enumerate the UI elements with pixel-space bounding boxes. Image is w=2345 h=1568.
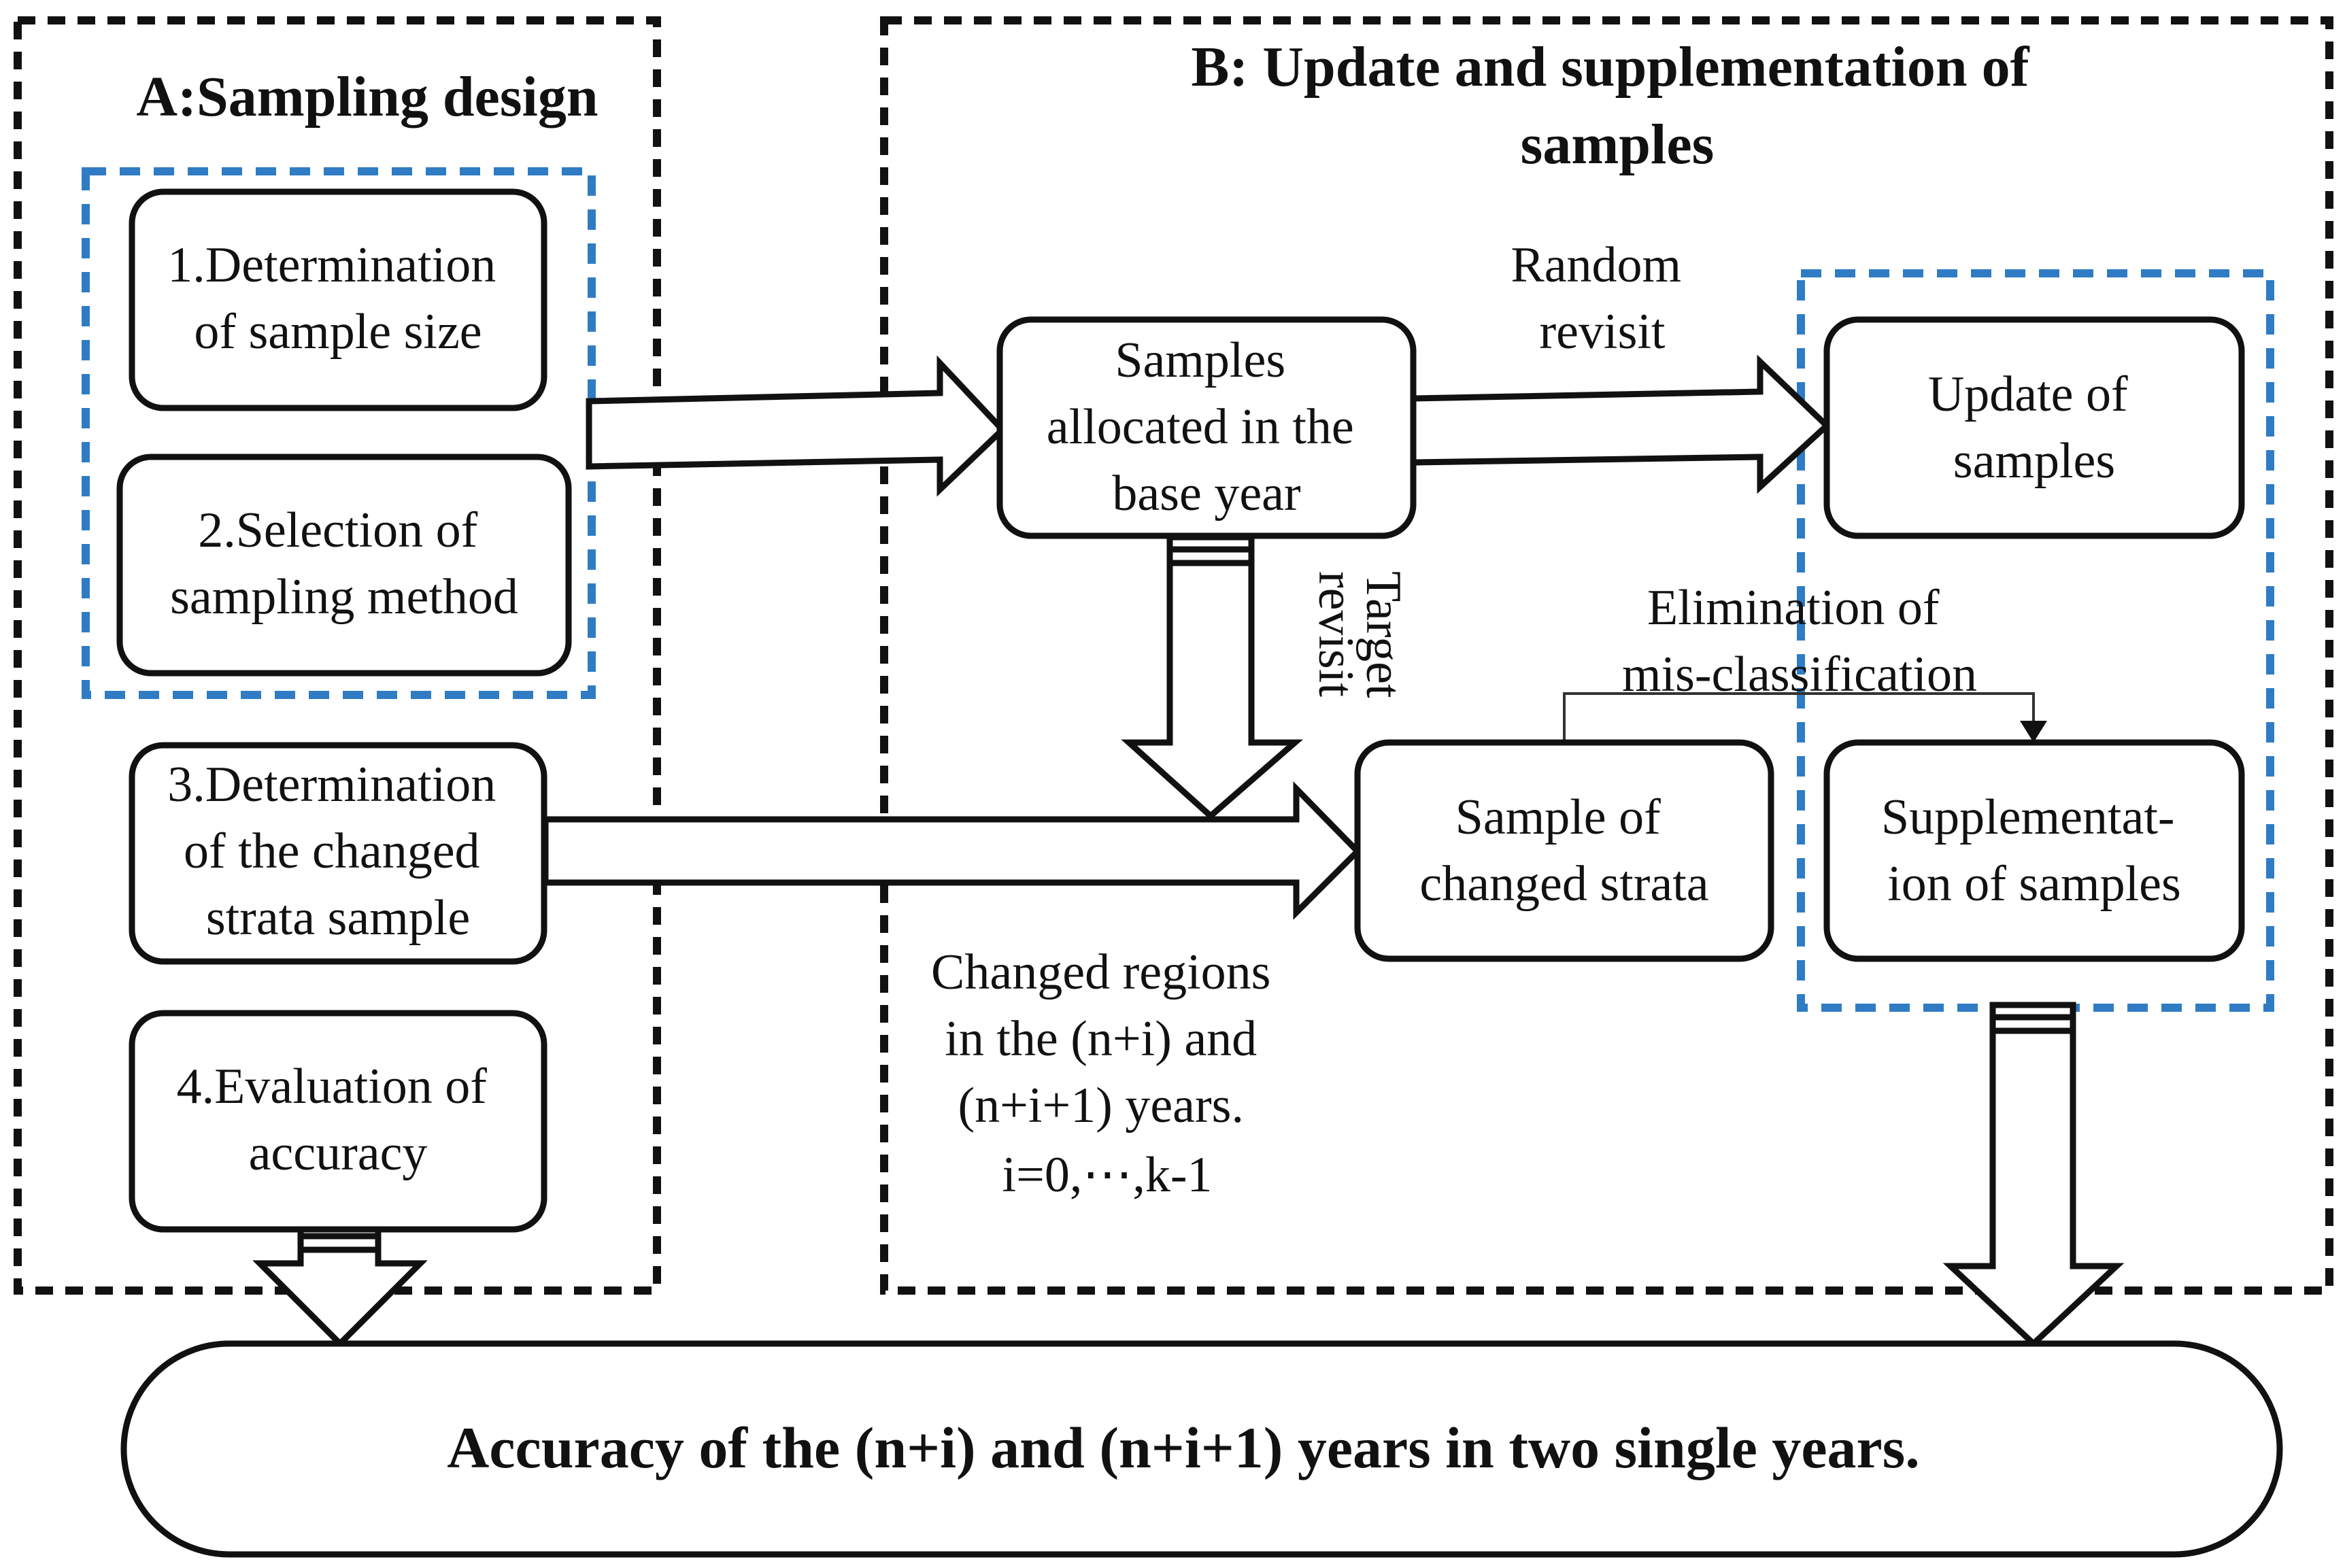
update-line-2: samples [1953, 433, 2115, 489]
changed-strata-box [1354, 739, 1774, 962]
update-samples-box [1823, 316, 2245, 539]
block-arrow-changed-regions [542, 781, 1362, 920]
step-4-label: 4.Evaluation of accuracy [177, 1059, 500, 1181]
step-2-line-2: sampling method [170, 569, 518, 625]
changed-regions-line-1: Changed regions [931, 944, 1270, 1000]
changed-regions-label: Changed regions in the (n+i) and (n+i+1)… [931, 944, 1283, 1203]
target-revisit-line-2: revisit [1308, 571, 1364, 697]
random-revisit-line-1: Random [1511, 237, 1681, 293]
target-revisit-text: Target revisit [1308, 571, 1411, 711]
block-arrow-output-to-result [1942, 1002, 2125, 1348]
base-samples-box [996, 316, 1417, 539]
random-revisit-line-2: revisit [1540, 304, 1666, 360]
changed-regions-line-3: (n+i+1) years. [958, 1078, 1244, 1134]
base-samples-label: Samples allocated in the base year [1047, 333, 1367, 522]
step-1-line-2: of sample size [194, 304, 482, 360]
arrowhead-down-icon [2020, 721, 2047, 743]
step-3-line-1: 3.Determination [167, 757, 496, 813]
step-1-line-1: 1.Determination [167, 237, 496, 293]
changed-regions-line-2: in the (n+i) and [945, 1011, 1257, 1067]
section-b-title-line-1: B: Update and supplementation of [1191, 35, 2029, 99]
block-arrow-random-revisit [1410, 354, 1832, 494]
step-4-line-1: 4.Evaluation of [177, 1059, 488, 1114]
changed-strata-line-2: changed strata [1419, 856, 1708, 912]
update-samples-label: Update of samples [1928, 367, 2140, 489]
elimination-connector [1563, 692, 2035, 740]
elimination-line-1: Elimination of [1647, 580, 1940, 636]
step-2-label: 2.Selection of sampling method [170, 502, 518, 625]
update-line-1: Update of [1928, 367, 2128, 422]
step-1-box [129, 188, 547, 411]
elimination-line-2: mis-classification [1622, 647, 1977, 702]
step-3-box [129, 742, 547, 965]
supplementation-box [1823, 739, 2245, 962]
supplementation-line-1: Supplementat- [1881, 789, 2175, 845]
supplementation-line-2: ion of samples [1887, 856, 2181, 912]
base-samples-line-2: allocated in the [1047, 399, 1354, 455]
step-1-label: 1.Determination of sample size [167, 237, 508, 360]
changed-regions-line-4: i=0,⋯,k-1 [1002, 1147, 1213, 1203]
changed-strata-line-1: Sample of [1455, 789, 1661, 845]
block-arrow-evaluation-to-result [252, 1221, 428, 1348]
result-label: Accuracy of the (n+i) and (n+i+1) years … [447, 1415, 1919, 1480]
step-3-line-2: of the changed [184, 823, 480, 879]
supplementation-label: Supplementat- ion of samples [1881, 789, 2187, 912]
section-b-title: B: Update and supplementation of samples [1191, 35, 2043, 176]
changed-strata-label: Sample of changed strata [1419, 789, 1708, 912]
block-arrow-target-revisit [1121, 534, 1304, 821]
random-revisit-label: Random revisit [1511, 237, 1693, 360]
result-banner [120, 1340, 2283, 1558]
base-samples-line-1: Samples [1115, 333, 1285, 388]
target-revisit-label: Target revisit [1308, 571, 1411, 711]
elimination-label: Elimination of mis-classification [1622, 580, 1977, 702]
base-samples-line-3: base year [1112, 466, 1300, 522]
target-revisit-line-1: Target [1355, 571, 1411, 698]
step-3-label: 3.Determination of the changed strata sa… [167, 757, 508, 946]
block-arrow-to-base-samples [586, 355, 1007, 497]
step-2-box [116, 454, 572, 677]
step-4-box [129, 1010, 547, 1233]
step-2-line-1: 2.Selection of [198, 502, 477, 558]
step-4-line-2: accuracy [249, 1125, 428, 1181]
section-b-title-line-2: samples [1521, 113, 1715, 176]
section-b-frame [880, 16, 2333, 1295]
step-3-line-3: strata sample [206, 890, 470, 946]
section-a-title: A:Sampling design [136, 65, 598, 129]
